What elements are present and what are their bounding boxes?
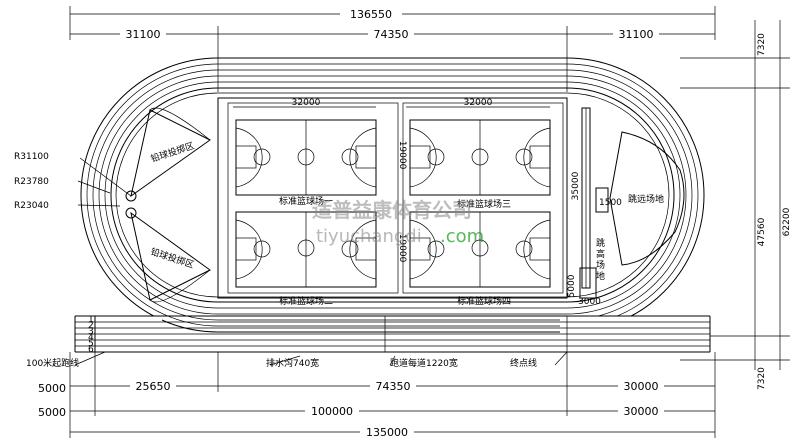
lane-num-1: 1	[88, 315, 94, 325]
radius-r1: R31100	[14, 152, 49, 162]
dim-bot2-c: 30000	[624, 405, 659, 418]
dim-bot1-b: 74350	[376, 380, 411, 393]
lane-num-6: 6	[88, 345, 94, 355]
basketball-court-2: 标准篮球场二	[235, 211, 377, 307]
long-jump-char-3: 场	[596, 260, 605, 271]
dim-bot2-left: 5000	[38, 406, 66, 419]
long-jump-char-4: 地	[596, 270, 605, 282]
court-height-1: 19000	[397, 141, 407, 170]
dim-bot3-total: 135000	[366, 426, 408, 439]
dim-top-mid: 74350	[374, 28, 409, 41]
jump-area: 跳远场地 1500 35000 5000 3000 跳 高 场 地	[567, 107, 685, 307]
top-dimensions: 136550 31100 74350 31100	[69, 6, 716, 92]
drain-label: 排水沟740宽	[266, 357, 319, 369]
dim-top-left: 31100	[126, 28, 161, 41]
dim-bot1-a: 25650	[136, 380, 171, 393]
dim-right-total: 62200	[782, 207, 792, 236]
basketball-court-3: 标准篮球场三	[409, 119, 551, 210]
start-line-label: 100米起跑线	[26, 357, 79, 369]
finish-label: 终点线	[510, 357, 537, 369]
court-2-label: 标准篮球场二	[279, 295, 333, 307]
lane-num-3: 3	[88, 327, 94, 337]
lane-num-2: 2	[88, 321, 94, 331]
jump-bottom: 3000	[578, 297, 601, 307]
radius-r3: R23040	[14, 201, 49, 211]
dim-bot1-c: 30000	[624, 380, 659, 393]
dim-right-mid: 47560	[757, 217, 767, 246]
lane-num-4: 4	[88, 333, 94, 343]
high-jump-label: 跳远场地	[628, 193, 664, 205]
watermark-company: 适普益康体育公司	[312, 198, 472, 222]
long-jump-char-2: 高	[596, 248, 605, 260]
bottom-dimensions: 5000 25650 74350 30000 5000 100000 30000…	[38, 352, 716, 439]
basketball-court-4: 标准篮球场四	[409, 211, 551, 307]
basketball-court-1: 标准篮球场一	[235, 119, 377, 207]
watermark: 适普益康体育公司 tiyuchangdi .com	[312, 198, 484, 247]
court-width-2: 32000	[464, 98, 493, 108]
dim-bot2-b: 100000	[311, 405, 353, 418]
dim-top-right: 31100	[619, 28, 654, 41]
shot-put-area: 铅球投掷区 铅球投掷区 R31100 R23780 R23040	[14, 107, 211, 303]
court-4-label: 标准篮球场四	[457, 295, 511, 307]
dim-bot1-left: 5000	[38, 382, 66, 395]
long-jump-char-1: 跳	[596, 237, 605, 249]
radius-r2: R23780	[14, 177, 49, 187]
lane-label: 跑道每道1220宽	[390, 357, 458, 369]
callouts: 100米起跑线 排水沟740宽 跑道每道1220宽 终点线	[26, 351, 568, 369]
shotput-top-label: 铅球投掷区	[149, 140, 196, 165]
jump-small: 5000	[567, 274, 577, 297]
shotput-bottom-label: 铅球投掷区	[149, 245, 196, 270]
court-width-1: 32000	[292, 98, 321, 108]
court-1-label: 标准篮球场一	[279, 195, 333, 207]
basketball-courts: 32000 32000 19000 19000 标准篮球场一	[227, 98, 564, 307]
lane-num-5: 5	[88, 339, 94, 349]
pit-width: 1500	[599, 198, 622, 208]
watermark-url-suffix: .com	[440, 226, 484, 247]
right-dimensions: 7320 47560 62200 7320	[680, 20, 792, 390]
straightaway: 1 2 3 4 5 6	[74, 315, 711, 356]
dim-right-top: 7320	[757, 33, 767, 56]
infield-boundary	[217, 97, 568, 299]
dim-right-bottom: 7320	[757, 367, 767, 390]
jump-length: 35000	[571, 171, 581, 200]
court-height-2: 19000	[397, 234, 407, 263]
dim-top-total: 136550	[350, 8, 392, 21]
watermark-url-main: tiyuchangdi	[316, 226, 422, 247]
court-3-label: 标准篮球场三	[457, 198, 511, 210]
